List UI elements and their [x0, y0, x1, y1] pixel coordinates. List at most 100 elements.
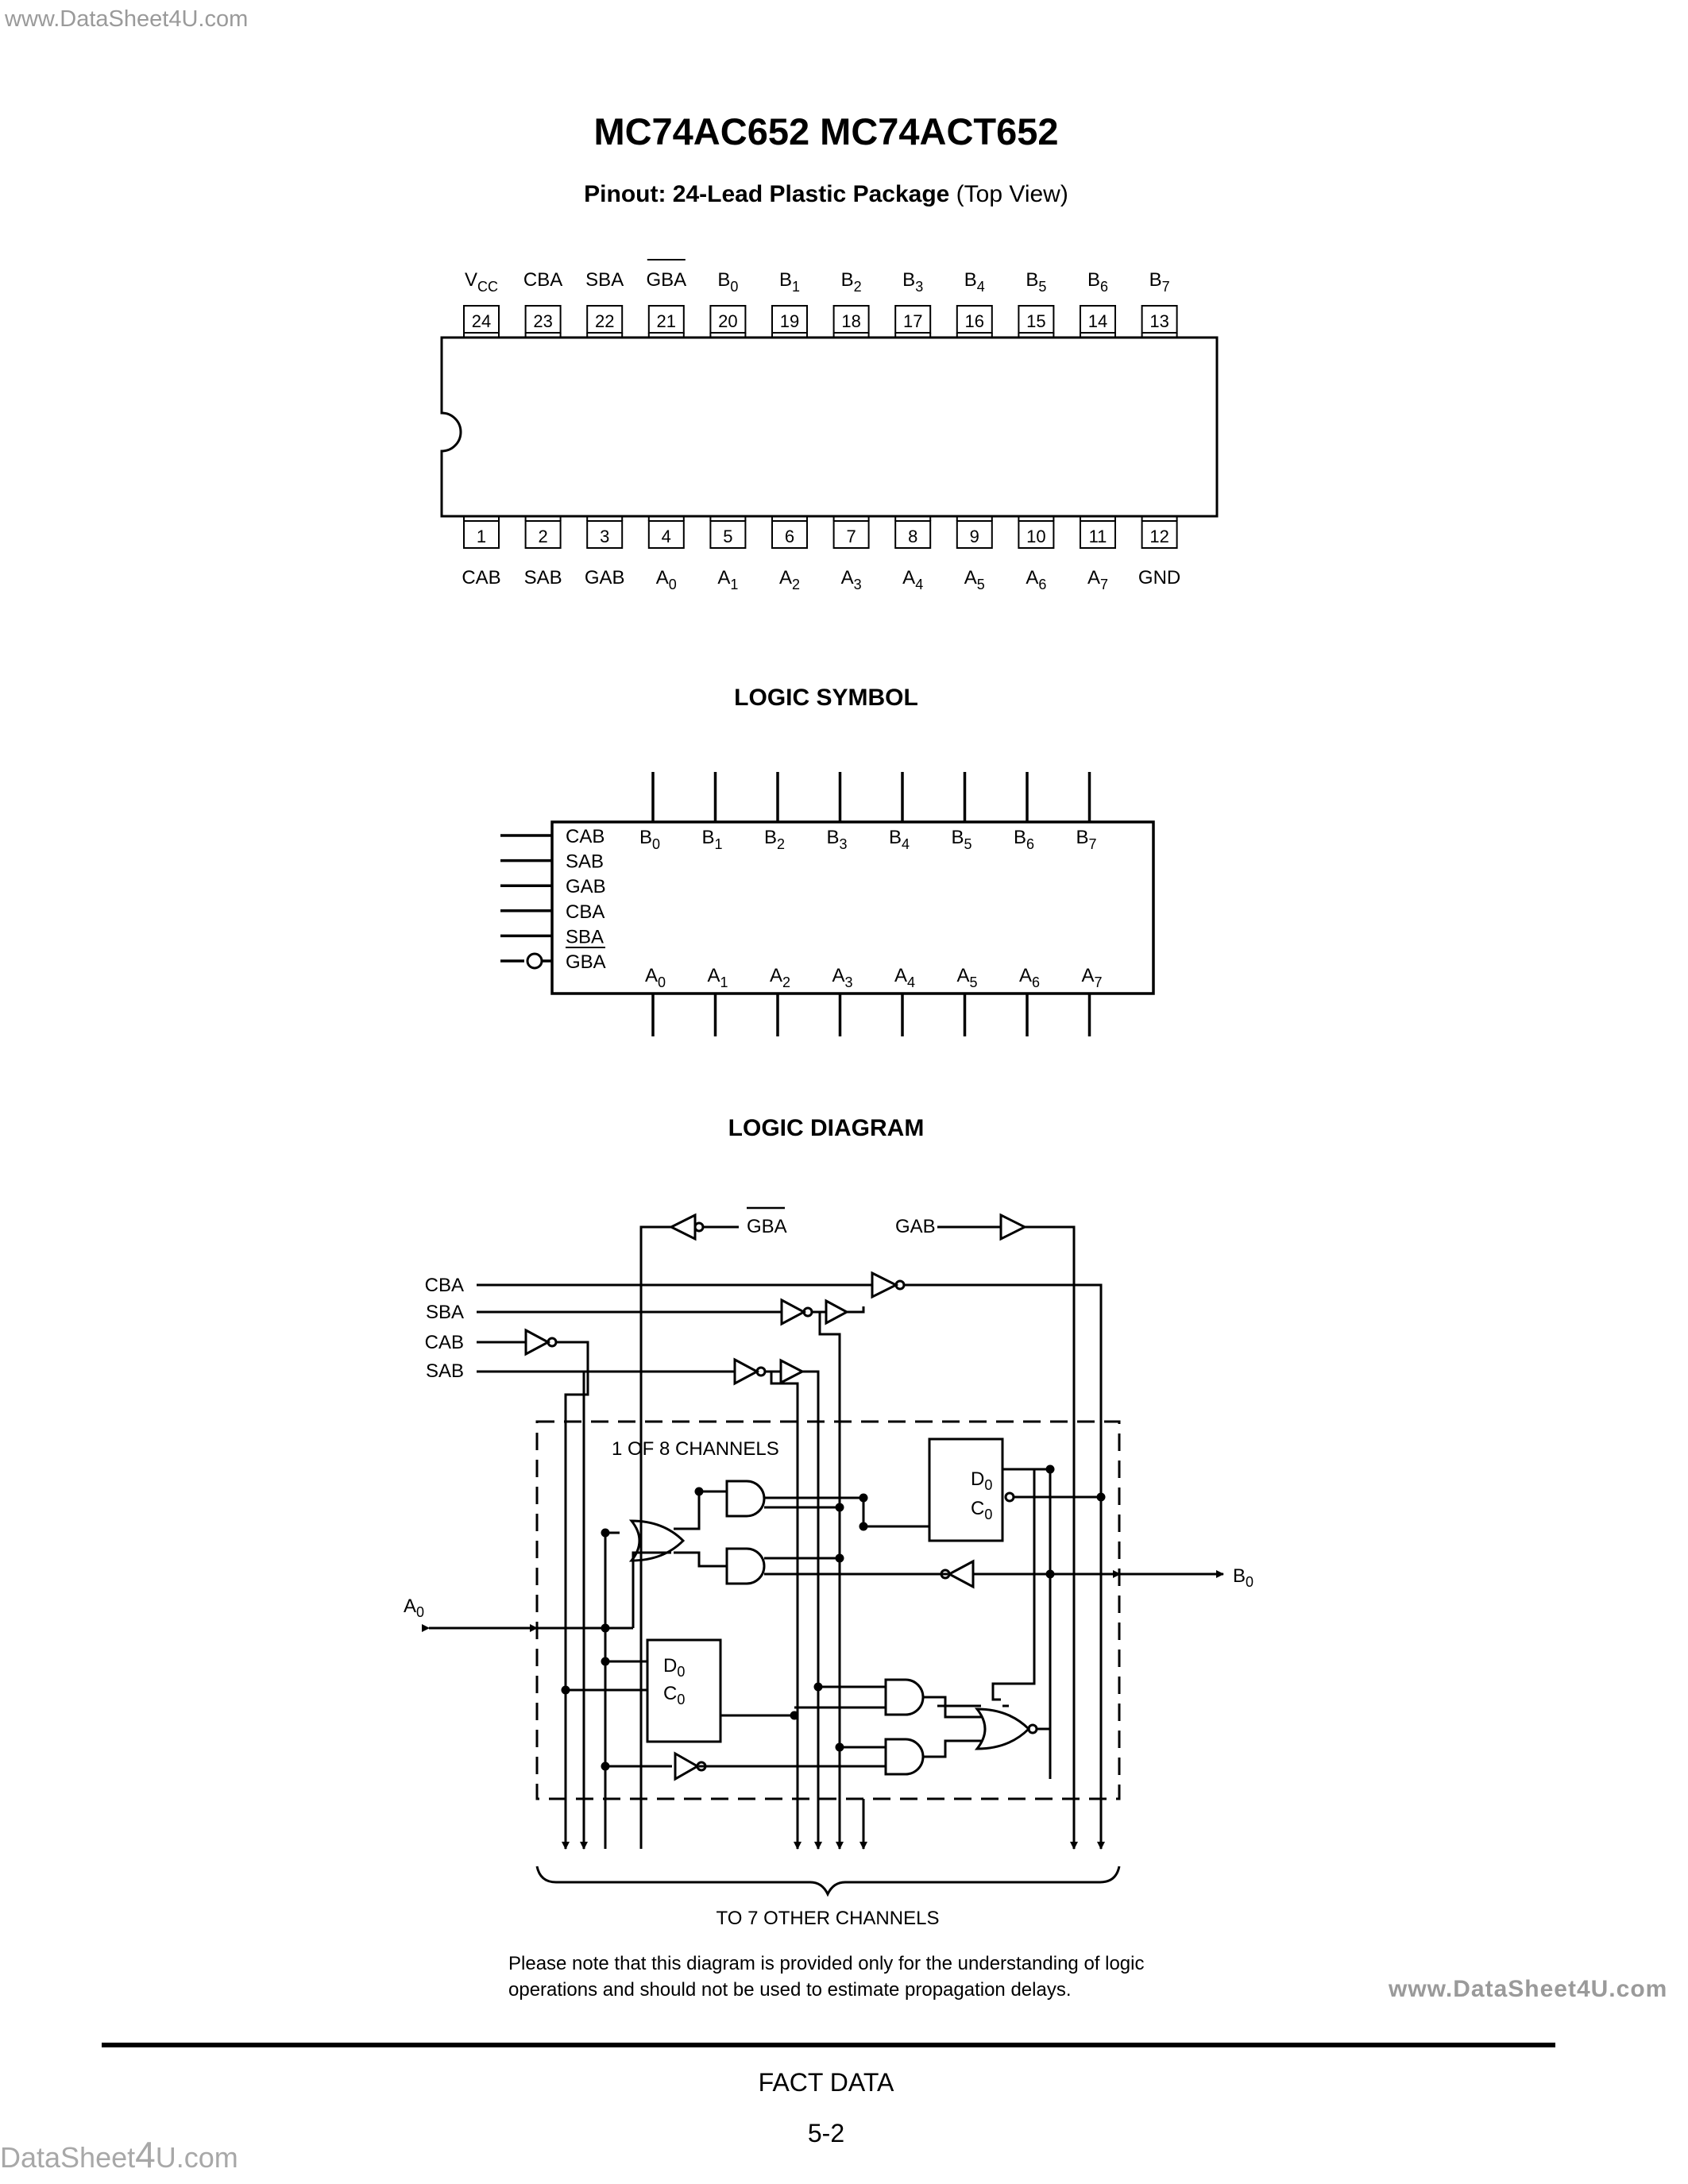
ls-a-4: A4: [894, 965, 915, 1036]
ld-reg1-d: D0: [971, 1468, 992, 1493]
ls-input-gba: GBA: [500, 951, 606, 973]
svg-text:A3: A3: [832, 965, 852, 990]
pin-number: 23: [533, 311, 552, 331]
pin-label: A4: [902, 567, 923, 592]
svg-text:B5: B5: [951, 827, 971, 852]
pin-number: 6: [785, 527, 794, 546]
svg-text:A2: A2: [770, 965, 790, 990]
and-gate-1: [725, 1480, 766, 1518]
junction-dot: [601, 1657, 610, 1666]
ls-b-2: B2: [764, 772, 785, 852]
junction-dot: [790, 1711, 799, 1720]
pin-number: 9: [970, 527, 979, 546]
watermark-top: www.DataSheet4U.com: [5, 6, 249, 32]
or-gate-b: [974, 1707, 1031, 1750]
pin-number: 20: [718, 311, 737, 331]
pin-number: 2: [538, 527, 547, 546]
pin-label: B7: [1149, 269, 1170, 295]
logic-diagram-title: LOGIC DIAGRAM: [728, 1115, 925, 1141]
pin-label: GAB: [585, 567, 625, 588]
svg-text:B3: B3: [826, 827, 847, 852]
ld-gba-label: GBA: [747, 1216, 787, 1237]
channels-brace: [535, 1866, 1121, 1897]
pin-9: 9A5: [956, 516, 993, 592]
svg-text:A0: A0: [645, 965, 666, 990]
svg-text:A7: A7: [1081, 965, 1102, 990]
pin-number: 24: [472, 311, 491, 331]
junction-dot: [601, 1528, 610, 1538]
pin-number: 22: [595, 311, 614, 331]
ls-input-sab: SAB: [500, 851, 604, 873]
junction-dot: [835, 1553, 844, 1563]
pin-label: CAB: [462, 567, 500, 588]
junction-dot: [601, 1623, 610, 1633]
page-title: MC74AC652 MC74ACT652: [593, 110, 1059, 152]
ls-a-6: A6: [1019, 965, 1040, 1036]
junction-dot: [835, 1503, 844, 1512]
junction-dot: [1096, 1492, 1106, 1502]
chip-body: [440, 336, 1219, 518]
gba-bubble: [693, 1221, 705, 1233]
logic-symbol-title: LOGIC SYMBOL: [734, 685, 918, 711]
pin-22: 22 SBA: [585, 269, 624, 338]
svg-text:CBA: CBA: [566, 901, 605, 923]
pin-number: 4: [662, 527, 671, 546]
svg-text:GAB: GAB: [566, 876, 606, 897]
b-inverter: [946, 1559, 975, 1589]
svg-text:A4: A4: [894, 965, 915, 990]
watermark-right: www.DataSheet4U.com: [1389, 1976, 1668, 2002]
diagram-note: Please note that this diagram is provide…: [508, 1953, 1145, 2001]
pin-number: 17: [903, 311, 922, 331]
watermark-bottom-post: U.com: [155, 2141, 238, 2174]
cab-inverter: [524, 1328, 551, 1356]
pin-label: SAB: [524, 567, 562, 588]
pin-number: 1: [477, 527, 486, 546]
pin-number: 5: [723, 527, 732, 546]
pin-label: A3: [841, 567, 862, 592]
register-lower: [646, 1638, 722, 1743]
junction-dot: [859, 1522, 868, 1531]
pin-number: 3: [600, 527, 609, 546]
pin-23: 23 CBA: [523, 269, 562, 338]
svg-text:CAB: CAB: [566, 826, 605, 847]
ld-sab-label: SAB: [426, 1360, 464, 1382]
ld-gab-label: GAB: [895, 1216, 936, 1237]
gba-buffer: [668, 1213, 697, 1241]
pin-label: SBA: [585, 269, 624, 291]
pin-label: CBA: [523, 269, 562, 291]
ld-reg2-c: C0: [663, 1683, 685, 1707]
ld-cba-label: CBA: [425, 1275, 464, 1296]
pin-number: 13: [1149, 311, 1168, 331]
pin-8: 8A4: [894, 516, 932, 592]
ls-input-cba: CBA: [500, 901, 605, 923]
pin-number: 12: [1149, 527, 1168, 546]
pin-number: 18: [841, 311, 860, 331]
svg-text:A6: A6: [1019, 965, 1040, 990]
sab-inverter: [733, 1357, 760, 1386]
pin-4: 4A0: [647, 516, 685, 592]
ld-cab-label: CAB: [425, 1332, 464, 1353]
ls-b-7: B7: [1076, 772, 1097, 852]
ld-b0-label: B0: [1233, 1565, 1253, 1590]
pin-13: 13 B7: [1141, 269, 1178, 338]
pin-label: A7: [1087, 567, 1108, 592]
ls-a-2: A2: [770, 965, 790, 1036]
pin-7: 7A3: [832, 516, 870, 592]
ls-a-7: A7: [1081, 965, 1103, 1036]
ls-b-4: B4: [889, 772, 910, 852]
svg-text:B0: B0: [639, 827, 660, 852]
pin-number: 14: [1088, 311, 1107, 331]
ls-input-sba: SBA: [500, 926, 604, 947]
ls-b-0: B0: [639, 772, 660, 852]
cba-buffer: [871, 1271, 899, 1299]
or-gate-a: [628, 1519, 686, 1562]
ls-b-6: B6: [1014, 772, 1034, 852]
pin-number: 16: [965, 311, 984, 331]
svg-text:B2: B2: [764, 827, 785, 852]
